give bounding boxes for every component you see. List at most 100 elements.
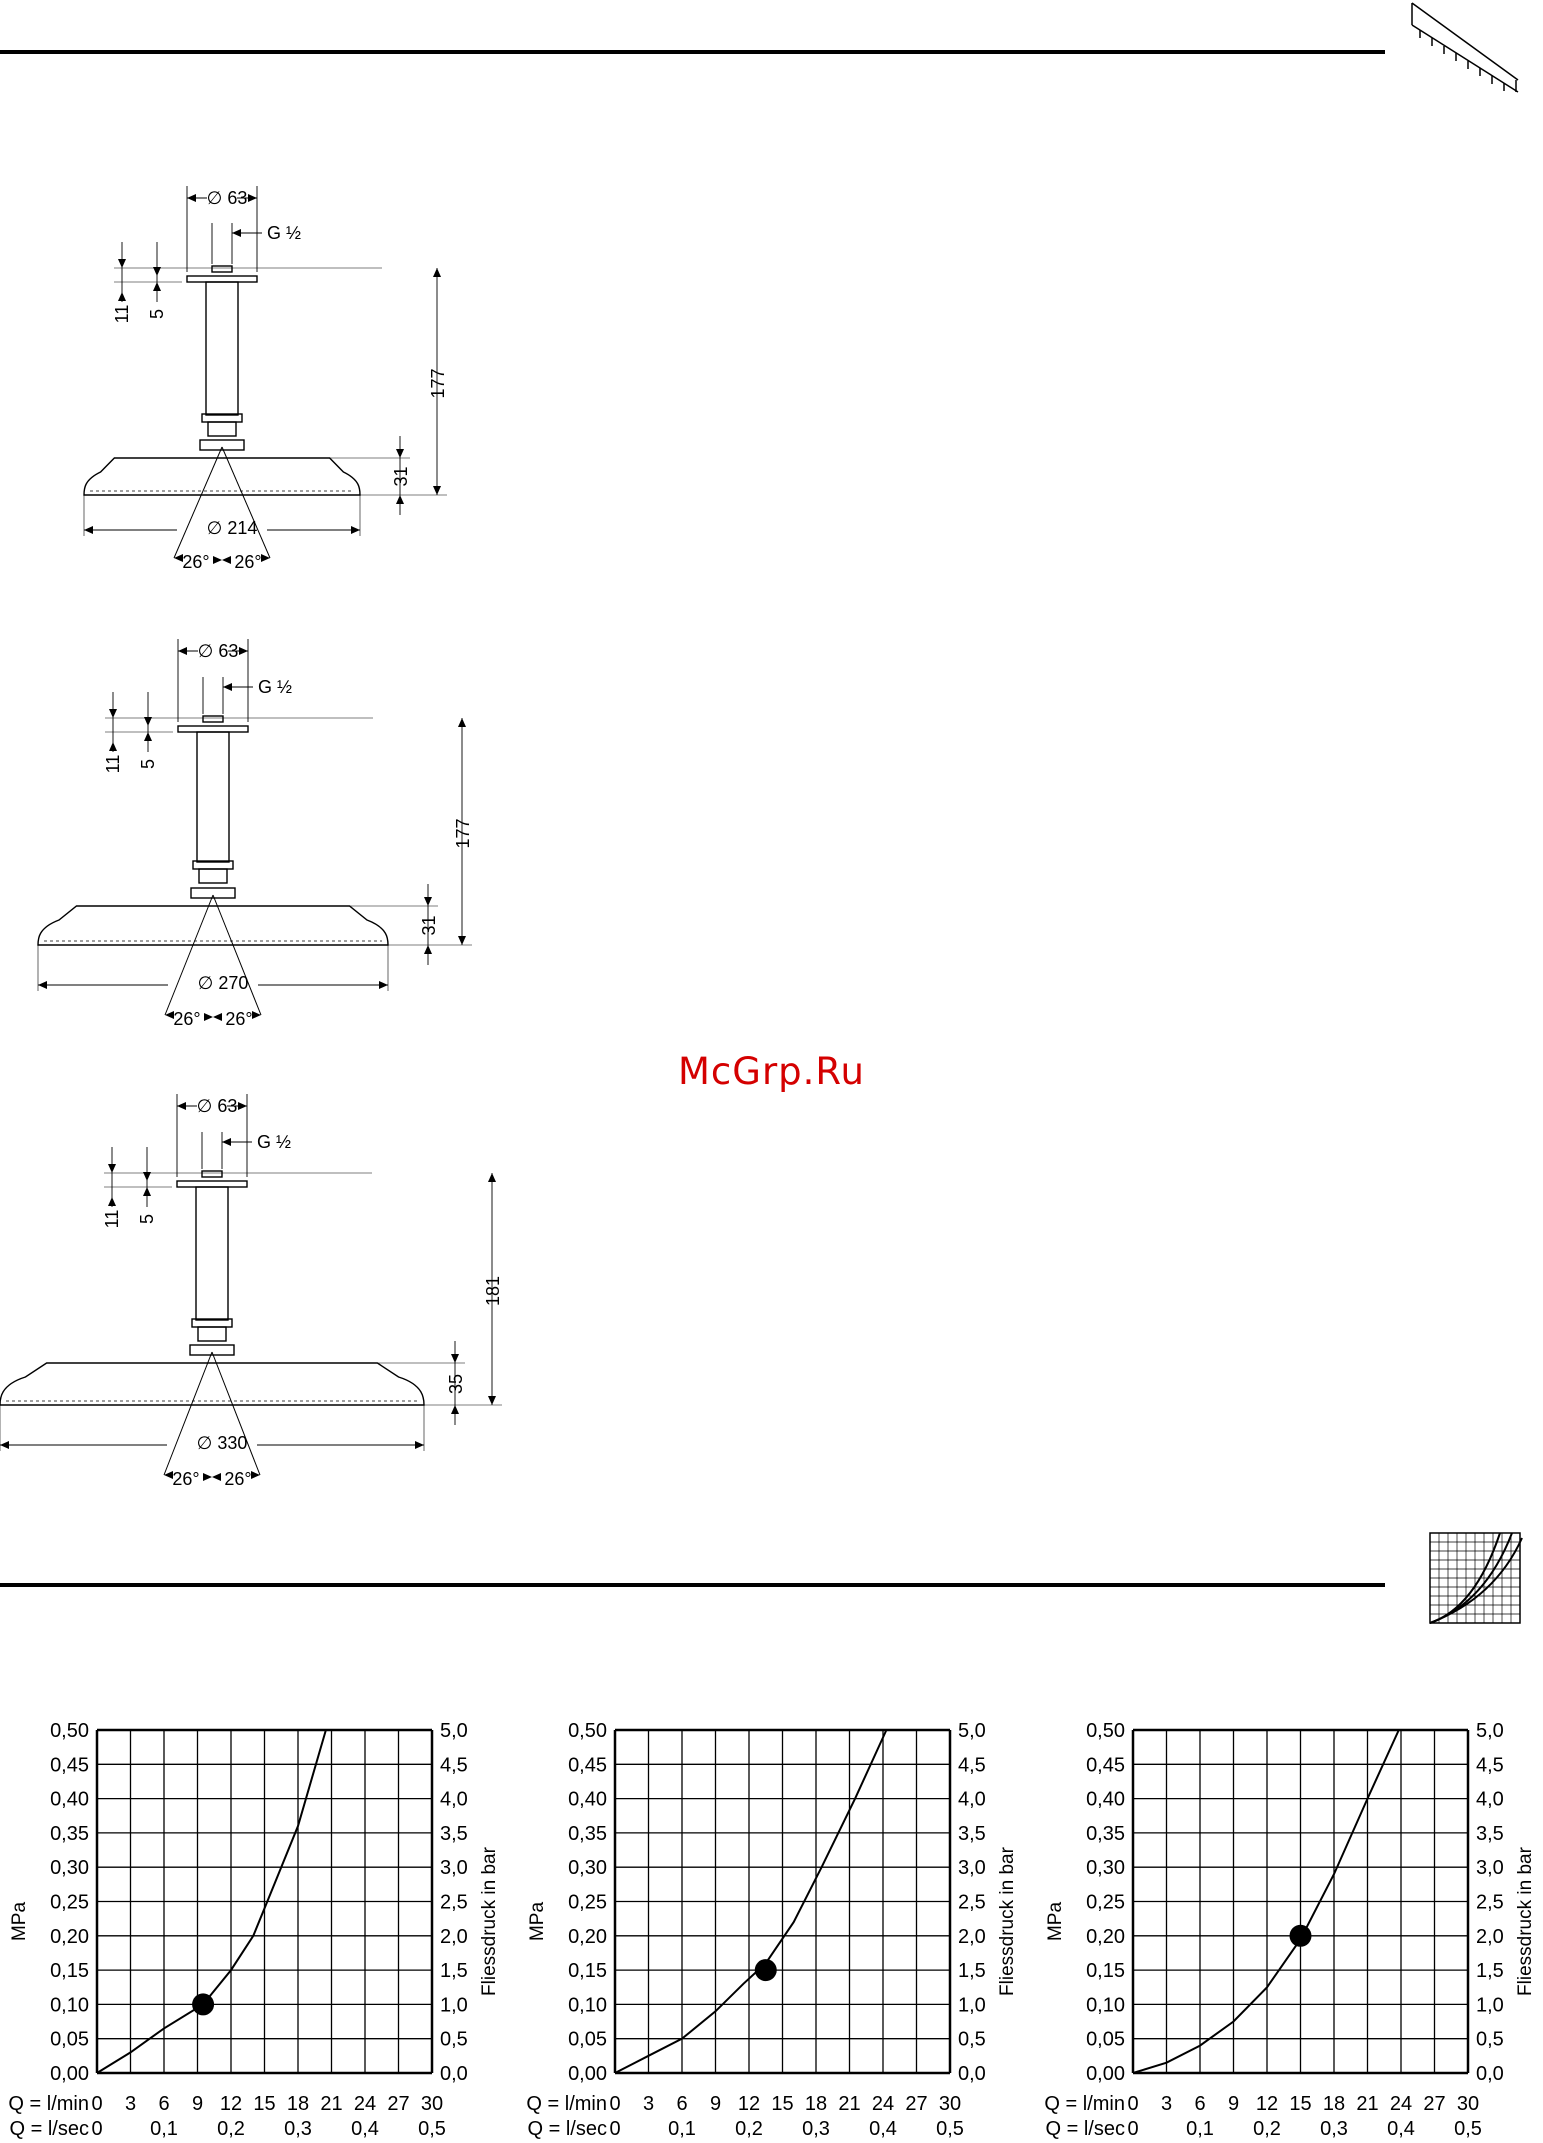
y-tick-mpa: 0,35 — [1086, 1823, 1125, 1845]
y-tick-mpa: 0,20 — [1086, 1926, 1125, 1948]
y-axis-label-right: Fliessdruck in bar — [997, 1846, 1018, 1996]
y-tick-bar: 3,5 — [440, 1823, 468, 1845]
x-tick-lmin: 6 — [676, 2093, 687, 2115]
y-tick-bar: 5,0 — [1476, 1720, 1504, 1742]
arrowhead — [0, 1441, 9, 1449]
x-tick-lsec: 0,5 — [418, 2118, 446, 2140]
arrowhead — [239, 647, 248, 655]
flow-curve — [96, 1729, 327, 2074]
dim-head-height: 31 — [419, 915, 439, 935]
pipe-body — [195, 1186, 229, 1321]
y-tick-bar: 0,0 — [1476, 2063, 1504, 2085]
arrowhead — [164, 1471, 173, 1479]
arrowhead — [222, 556, 231, 564]
dim-head-diameter: ∅ 214 — [207, 518, 258, 538]
shower-drawing-1 — [83, 186, 447, 564]
y-tick-mpa: 0,00 — [50, 2063, 89, 2085]
y-tick-mpa: 0,40 — [1086, 1789, 1125, 1811]
x-tick-lmin: 0 — [1127, 2093, 1138, 2115]
pipe-body — [205, 281, 239, 416]
x-tick-lsec: 0,3 — [802, 2118, 830, 2140]
dim-spray-angle-left: 26° — [182, 552, 209, 572]
y-tick-bar: 0,5 — [1476, 2029, 1504, 2051]
arrowhead — [251, 1471, 260, 1479]
x-tick-lmin: 15 — [771, 2093, 793, 2115]
y-axis-label-right: Fliessdruck in bar — [1515, 1846, 1536, 1996]
joint-ball — [197, 1326, 227, 1342]
x-tick-lsec: 0,4 — [869, 2118, 897, 2140]
arrowhead — [238, 1102, 247, 1110]
arrowhead — [108, 1197, 116, 1206]
dim-thread: G ½ — [257, 1132, 291, 1152]
arrowhead — [109, 742, 117, 751]
arrowhead — [118, 259, 126, 268]
y-tick-mpa: 0,30 — [568, 1857, 607, 1879]
y-tick-mpa: 0,20 — [50, 1926, 89, 1948]
thread-stub — [201, 1170, 223, 1178]
y-tick-bar: 0,5 — [440, 2029, 468, 2051]
arrowhead — [458, 936, 466, 945]
dim-top-diameter: ∅ 63 — [207, 188, 248, 208]
x-tick-lsec: 0,3 — [1320, 2118, 1348, 2140]
x-tick-lsec: 0 — [609, 2118, 620, 2140]
arrowhead — [177, 1102, 186, 1110]
y-axis-label-left: MPa — [9, 1902, 30, 1942]
arrowhead — [118, 292, 126, 301]
y-tick-bar: 3,5 — [1476, 1823, 1504, 1845]
x-tick-lsec: 0,2 — [217, 2118, 245, 2140]
x-tick-lsec: 0,3 — [284, 2118, 312, 2140]
x-tick-lmin: 6 — [1194, 2093, 1205, 2115]
y-tick-mpa: 0,05 — [50, 2029, 89, 2051]
y-tick-bar: 4,5 — [1476, 1754, 1504, 1776]
head-connector — [189, 1344, 235, 1356]
x-tick-lmin: 0 — [91, 2093, 102, 2115]
y-tick-bar: 4,0 — [1476, 1789, 1504, 1811]
arrowhead — [248, 194, 257, 202]
arrowhead — [458, 718, 466, 727]
spray-line-left — [173, 446, 223, 559]
y-tick-bar: 0,0 — [958, 2063, 986, 2085]
y-axis-label-left: MPa — [527, 1902, 548, 1942]
arrowhead — [232, 229, 241, 237]
y-tick-mpa: 0,35 — [50, 1823, 89, 1845]
dim-top-diameter: ∅ 63 — [197, 1096, 238, 1116]
y-tick-bar: 1,0 — [1476, 1994, 1504, 2016]
dim-thread: G ½ — [258, 677, 292, 697]
arrowhead — [187, 194, 196, 202]
arrowhead — [204, 1013, 213, 1021]
y-tick-mpa: 0,10 — [568, 1994, 607, 2016]
x-tick-lmin: 30 — [939, 2093, 961, 2115]
y-tick-mpa: 0,25 — [1086, 1892, 1125, 1914]
flow-chart-2: 0,000,050,100,150,200,250,300,350,400,45… — [526, 1720, 1018, 2140]
y-tick-mpa: 0,15 — [568, 1960, 607, 1982]
y-tick-bar: 1,0 — [440, 1994, 468, 2016]
x-tick-lmin: 9 — [710, 2093, 721, 2115]
x-tick-lsec: 0,1 — [150, 2118, 178, 2140]
x-tick-lmin: 18 — [287, 2093, 309, 2115]
arrowhead — [222, 1138, 231, 1146]
joint-ball — [207, 421, 237, 437]
x-tick-lmin: 3 — [643, 2093, 654, 2115]
y-tick-mpa: 0,45 — [568, 1754, 607, 1776]
arrowhead — [143, 1187, 151, 1196]
arrowhead — [109, 709, 117, 718]
flow-curve — [614, 1729, 888, 2074]
dim-total-height: 181 — [483, 1276, 503, 1306]
x-tick-lmin: 15 — [1289, 2093, 1311, 2115]
y-tick-bar: 4,5 — [958, 1754, 986, 1776]
x-tick-lmin: 9 — [192, 2093, 203, 2115]
y-tick-mpa: 0,25 — [50, 1892, 89, 1914]
dim-plate-height: 5 — [138, 759, 158, 769]
x-tick-lmin: 3 — [1161, 2093, 1172, 2115]
dim-spray-angle-left: 26° — [172, 1469, 199, 1489]
x-tick-lmin: 12 — [1256, 2093, 1278, 2115]
y-tick-bar: 3,0 — [440, 1857, 468, 1879]
y-tick-bar: 1,5 — [958, 1960, 986, 1982]
x-tick-lsec: 0,2 — [735, 2118, 763, 2140]
spray-line-right — [211, 1351, 261, 1476]
flow-chart-1: 0,000,050,100,150,200,250,300,350,400,45… — [8, 1720, 500, 2140]
y-tick-bar: 4,0 — [958, 1789, 986, 1811]
dim-thread: G ½ — [267, 223, 301, 243]
spray-line-left — [164, 894, 214, 1016]
dim-spray-angle-right: 26° — [234, 552, 261, 572]
